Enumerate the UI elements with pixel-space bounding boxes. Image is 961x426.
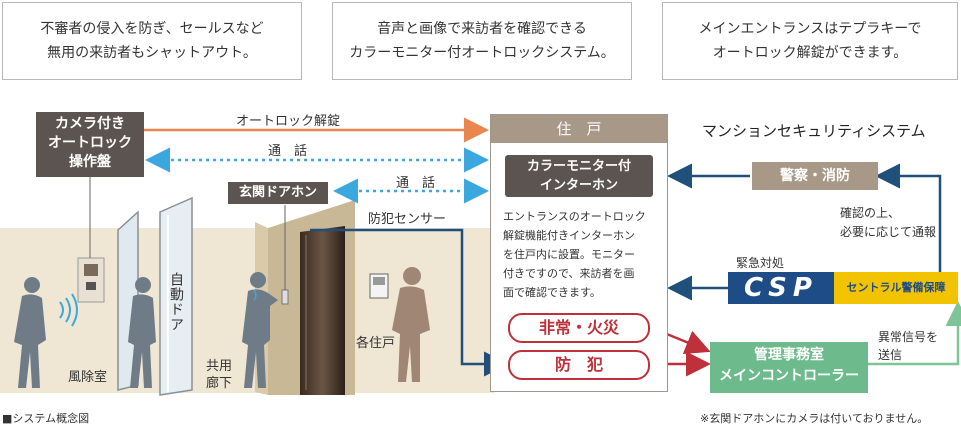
top-box-3-line2: オートロック解錠ができます。 [712, 45, 908, 61]
desc-line-1: エントランスのオートロック [503, 210, 646, 223]
label-call-2: 通 話 [396, 176, 436, 191]
camera-panel-line1: カメラ付き [55, 116, 125, 132]
footer-left-caption: ■システム概念図 [2, 412, 90, 425]
confirm-notify-text: 確認の上、 必要に応じて通報 [840, 204, 936, 242]
desc-line-2: 解錠機能付きインターホン [503, 229, 635, 242]
dwelling-description: エントランスのオートロック 解錠機能付きインターホン を住戸内に設置。モニター … [503, 207, 667, 302]
camera-panel-box: カメラ付き オートロック 操作盤 [36, 112, 144, 177]
police-fire-box: 警察・消防 [752, 162, 878, 190]
label-auto-door: 自動ドア [168, 272, 184, 332]
dwelling-header: 住 戸 [491, 115, 667, 143]
top-box-1-line2: 無用の来訪者もシャットアウト。 [47, 45, 257, 61]
monitor-line1: カラーモニター付 [526, 159, 631, 174]
top-box-3-line1: メインエントランスはテプラキーで [698, 21, 922, 37]
door-phone-label: 玄関ドアホン [228, 182, 328, 204]
emergency-fire-badge: 非常・火災 [508, 313, 650, 343]
central-security-logo: セントラル警備保障 [834, 272, 958, 304]
emergency-response-label: 緊急対処 [736, 256, 785, 270]
corridor-line2: 廊下 [206, 376, 233, 391]
confirm-line-1: 確認の上、 [840, 206, 901, 220]
label-windbreak: 風除室 [68, 370, 108, 385]
abnormal-line-2: 送信 [878, 348, 903, 362]
top-box-2-line1: 音声と画像で来訪者を確認できる [377, 21, 587, 37]
footer-right-note: ※玄関ドアホンにカメラは付いておりません。 [700, 412, 929, 425]
desc-line-3: を住戸内に設置。モニター [503, 248, 635, 261]
abnormal-signal-text: 異常信号を 送信 [878, 328, 938, 364]
label-corridor: 共用 廊下 [206, 358, 232, 392]
csp-logo: CSP [728, 272, 834, 304]
management-line2: メインコントローラー [719, 368, 859, 384]
monitor-intercom-box: カラーモニター付 インターホン [505, 155, 653, 197]
label-autolock-unlock: オートロック解錠 [236, 114, 341, 129]
management-line1: 管理事務室 [754, 347, 824, 363]
mansion-security-title: マンションセキュリティシステム [702, 122, 926, 140]
crime-prevention-badge: 防 犯 [508, 350, 650, 380]
top-box-2: 音声と画像で来訪者を確認できる カラーモニター付オートロックシステム。 [332, 2, 632, 80]
desc-line-5: 面で確認できます。 [503, 286, 601, 299]
top-box-3: メインエントランスはテプラキーで オートロック解錠ができます。 [662, 2, 958, 80]
label-security-sensor: 防犯センサー [368, 212, 447, 227]
corridor-line1: 共用 [206, 359, 233, 374]
management-office-box: 管理事務室 メインコントローラー [710, 342, 868, 393]
top-box-1: 不審者の侵入を防ぎ、セールスなど 無用の来訪者もシャットアウト。 [2, 2, 302, 80]
dwelling-box: 住 戸 カラーモニター付 インターホン エントランスのオートロック 解錠機能付き… [490, 114, 668, 392]
confirm-line-2: 必要に応じて通報 [840, 225, 937, 239]
top-box-2-line2: カラーモニター付オートロックシステム。 [349, 45, 615, 61]
desc-line-4: 付きですので、来訪者を画 [503, 267, 635, 280]
label-each-unit: 各住戸 [356, 336, 396, 351]
monitor-line2: インターホン [539, 178, 618, 193]
abnormal-line-1: 異常信号を [878, 330, 939, 344]
camera-panel-line2: オートロック [48, 135, 132, 151]
top-box-1-line1: 不審者の侵入を防ぎ、セールスなど [40, 21, 264, 37]
camera-panel-line3: 操作盤 [69, 154, 111, 170]
label-call-1: 通 話 [268, 144, 308, 159]
